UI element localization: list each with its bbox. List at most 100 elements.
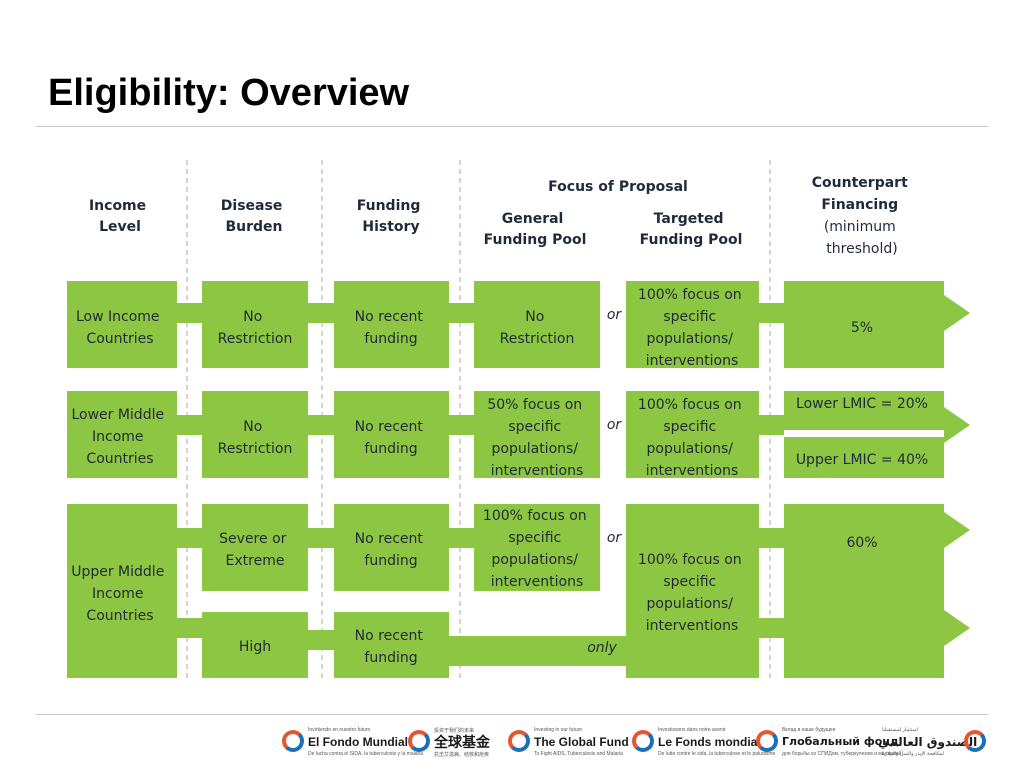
- low-income-connector: [176, 303, 204, 323]
- umic-disease-a-label: Severe or Extreme: [219, 531, 291, 569]
- lmic-counterpart-upper-label: Upper LMIC = 40%: [796, 452, 928, 468]
- page-title: Eligibility: Overview: [48, 72, 410, 114]
- umic-disease-a-connector: [307, 528, 335, 548]
- low-general-box: [474, 281, 600, 368]
- logo-subtitle: لمكافحة الإيدز والسل والملاريا: [882, 751, 944, 757]
- header-counterpart-financing: Counterpart Financing (minimum threshold…: [812, 174, 912, 257]
- umic-or-connector: or: [607, 530, 623, 546]
- logo-subtitle: для борьбы со СПИДом, туберкулезом и мал…: [782, 751, 902, 757]
- low-general-label: No Restriction: [500, 309, 575, 347]
- header-income-level: Income Level: [89, 198, 151, 235]
- logo-subtitle: To Fight AIDS, Tuberculosis and Malaria: [534, 751, 623, 757]
- logo-name: El Fondo Mundial: [308, 735, 408, 749]
- logo-name: 全球基金: [434, 735, 490, 751]
- header-funding-history: Funding History: [357, 198, 425, 235]
- logo-the-global-fund: Investing in our future The Global Fund …: [508, 726, 629, 762]
- low-disease-label: No Restriction: [218, 309, 293, 347]
- low-targeted-label: 100% focus on specific populations/ inte…: [638, 287, 746, 369]
- logo-name: Le Fonds mondial: [658, 735, 761, 749]
- low-income-label: Low Income Countries: [76, 309, 164, 347]
- logo-name: Глобальный фонд: [782, 735, 899, 748]
- global-fund-swirl-icon: [632, 730, 654, 752]
- umic-disease-b-label: High: [239, 639, 271, 655]
- lmic-targeted-connector: [758, 415, 784, 435]
- umic-income-label: Upper Middle Income Countries: [71, 564, 169, 624]
- low-funding-label: No recent funding: [355, 309, 428, 347]
- low-targeted-connector: [758, 303, 784, 323]
- logo-subtitle: 抗击艾滋病、结核和疟疾: [434, 752, 490, 758]
- umic-funding-b-box: [334, 612, 449, 678]
- logo-arabic: استثمار لمستقبلنا الصندوق العالمي لمكافح…: [878, 726, 988, 762]
- umic-only-bar: [448, 636, 628, 666]
- low-funding-connector: [448, 303, 474, 323]
- lmic-counterpart-lower-label: Lower LMIC = 20%: [796, 396, 928, 412]
- global-fund-swirl-icon: [964, 730, 986, 752]
- eligibility-diagram: Income Level Disease Burden Funding Hist…: [67, 160, 970, 680]
- umic-counterpart-arrow: [784, 504, 970, 678]
- lmic-funding-connector: [448, 415, 474, 435]
- header-disease-burden: Disease Burden: [221, 198, 287, 235]
- umic-disease-b-connector: [307, 630, 335, 650]
- umic-targeted-connector-a: [758, 528, 784, 548]
- umic-funding-a-connector: [448, 528, 474, 548]
- low-counterpart-label: 5%: [851, 320, 873, 336]
- umic-income-connector-a: [176, 528, 204, 548]
- umic-funding-b-label: No recent funding: [355, 628, 428, 666]
- lmic-disease-box: [202, 391, 308, 478]
- low-funding-box: [334, 281, 449, 368]
- low-counterpart-arrow: [784, 281, 970, 368]
- lmic-targeted-label: 100% focus on specific populations/ inte…: [638, 397, 746, 479]
- umic-disease-a-box: [202, 504, 308, 591]
- umic-general-label: 100% focus on specific populations/ inte…: [483, 508, 591, 590]
- global-fund-swirl-icon: [282, 730, 304, 752]
- umic-targeted-connector-b: [758, 618, 784, 638]
- logo-tagline: Investing in our future: [534, 727, 583, 733]
- low-targeted-box: [626, 281, 759, 368]
- umic-targeted-label: 100% focus on specific populations/ inte…: [638, 552, 746, 634]
- umic-funding-a-label: No recent funding: [355, 531, 428, 569]
- logo-tagline: Вклад в наше будущее: [782, 727, 836, 733]
- header-targeted-funding-pool: Targeted Funding Pool: [640, 211, 743, 248]
- lmic-disease-label: No Restriction: [218, 419, 293, 457]
- logo-el-fondo-mundial: Invirtiendo en nuestro futuro El Fondo M…: [282, 726, 423, 762]
- logo-tagline: Investissons dans notre avenir: [658, 727, 726, 733]
- global-fund-swirl-icon: [408, 730, 430, 752]
- global-fund-swirl-icon: [508, 730, 530, 752]
- low-disease-connector: [307, 303, 335, 323]
- umic-general-box: [474, 504, 600, 591]
- low-disease-box: [202, 281, 308, 368]
- lmic-counterpart-lower-arrow: [784, 391, 970, 443]
- lmic-general-box: [474, 391, 600, 478]
- low-or-connector: or: [607, 307, 623, 323]
- logo-tagline: استثمار لمستقبلنا: [882, 727, 918, 733]
- umic-income-box: [67, 504, 177, 678]
- footer-logo-strip: Invirtiendo en nuestro futuro El Fondo M…: [282, 726, 1002, 762]
- title-divider: [36, 126, 988, 127]
- logo-le-fonds-mondial: Investissons dans notre avenir Le Fonds …: [632, 726, 775, 762]
- umic-only-connector: only: [587, 640, 617, 656]
- umic-funding-a-box: [334, 504, 449, 591]
- header-general-funding-pool: General Funding Pool: [484, 211, 587, 248]
- lmic-general-label: 50% focus on specific populations/ inter…: [487, 397, 586, 479]
- umic-counterpart-label: 60%: [846, 535, 877, 551]
- lmic-funding-label: No recent funding: [355, 419, 428, 457]
- global-fund-swirl-icon: [756, 730, 778, 752]
- logo-name: The Global Fund: [534, 735, 629, 749]
- lmic-income-label: Lower Middle Income Countries: [71, 407, 168, 467]
- lmic-targeted-box: [626, 391, 759, 478]
- lmic-income-connector: [176, 415, 204, 435]
- footer-divider: [36, 714, 988, 715]
- low-income-box: [67, 281, 177, 368]
- umic-income-connector-b: [176, 618, 204, 638]
- umic-disease-b-box: [202, 612, 308, 678]
- lmic-counterpart-upper-box: [784, 437, 944, 478]
- logo-subtitle: De lutte contre le sida, la tuberculose …: [658, 751, 776, 757]
- header-focus-of-proposal: Focus of Proposal: [548, 179, 688, 195]
- lmic-or-connector: or: [607, 417, 623, 433]
- umic-targeted-box: [626, 504, 759, 678]
- lmic-income-box: [67, 391, 177, 478]
- logo-tagline: Invirtiendo en nuestro futuro: [308, 727, 371, 733]
- logo-chinese: 投资于我们的未来 全球基金 抗击艾滋病、结核和疟疾: [408, 726, 504, 762]
- logo-russian: Вклад в наше будущее Глобальный фонд для…: [756, 726, 901, 762]
- lmic-funding-box: [334, 391, 449, 478]
